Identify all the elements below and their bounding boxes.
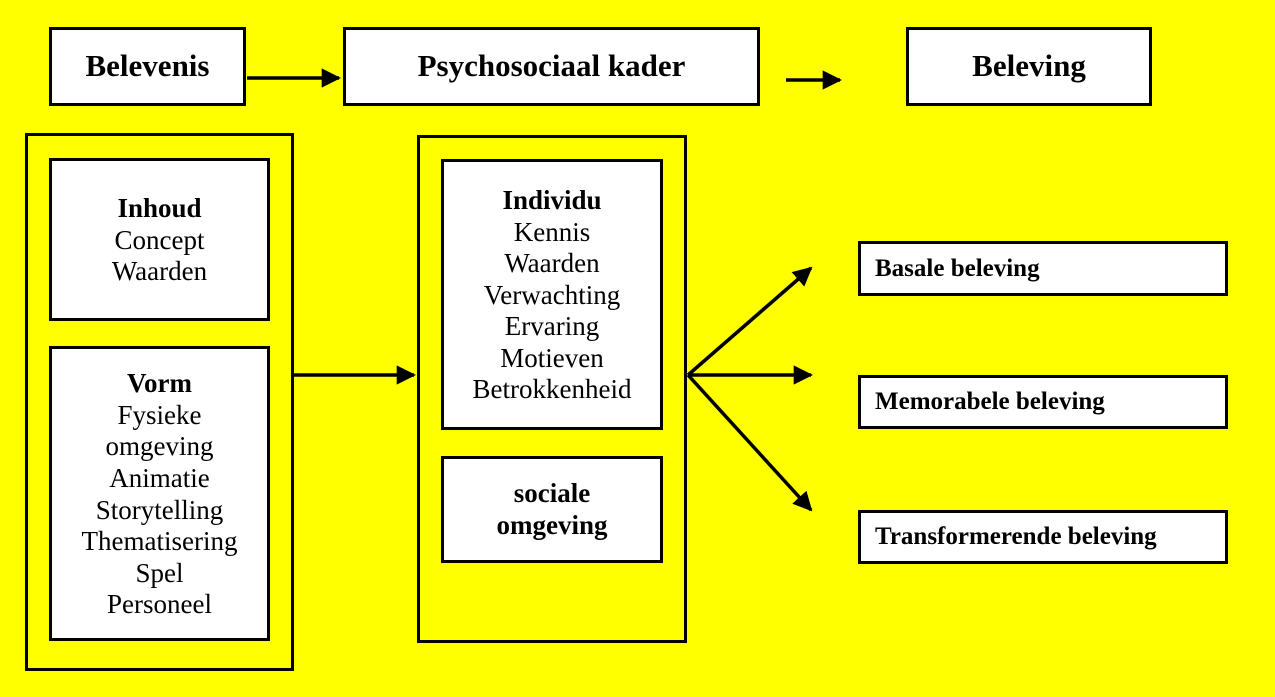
box-inhoud-item-waarden: Waarden (111, 256, 208, 287)
box-individu-item-ervaring: Ervaring (504, 311, 600, 342)
box-memorabele-beleving: Memorabele beleving (858, 375, 1228, 429)
box-individu-header: Individu (502, 184, 602, 215)
box-belevenis-label: Belevenis (85, 48, 210, 84)
box-individu-item-betrokkenheid: Betrokkenheid (472, 374, 632, 405)
box-sociale-omgeving: sociale omgeving (441, 456, 663, 563)
box-vorm-item-fysieke: Fysieke (117, 399, 202, 430)
box-memorabele-beleving-label: Memorabele beleving (875, 388, 1105, 415)
box-sociale-omgeving-line2: omgeving (496, 509, 608, 540)
box-vorm-item-personeel: Personeel (107, 589, 212, 620)
box-inhoud: Inhoud Concept Waarden (49, 158, 270, 321)
box-beleving-label: Beleving (972, 48, 1086, 84)
arrow-middle-to-basale (686, 266, 813, 377)
box-belevenis: Belevenis (49, 27, 246, 106)
box-individu-item-kennis: Kennis (513, 216, 591, 247)
box-inhoud-item-concept: Concept (114, 224, 205, 255)
box-vorm-item-storytelling: Storytelling (95, 494, 224, 525)
box-transformerende-beleving-label: Transformerende beleving (875, 523, 1157, 550)
box-individu-item-verwachting: Verwachting (483, 279, 621, 310)
box-vorm: Vorm Fysieke omgeving Animatie Storytell… (49, 346, 270, 641)
box-psychosociaal-kader: Psychosociaal kader (343, 27, 760, 106)
box-individu: Individu Kennis Waarden Verwachting Erva… (441, 159, 663, 430)
box-vorm-header: Vorm (127, 368, 192, 399)
box-vorm-item-animatie: Animatie (109, 462, 210, 493)
arrow-middle-to-transformerende (686, 373, 813, 512)
box-basale-beleving: Basale beleving (858, 241, 1228, 296)
box-vorm-item-spel: Spel (135, 557, 184, 588)
container-psychosociaal-group (417, 135, 687, 643)
container-belevenis-group (25, 133, 294, 671)
box-vorm-item-omgeving: omgeving (105, 431, 214, 462)
box-psychosociaal-kader-label: Psychosociaal kader (417, 48, 686, 84)
box-inhoud-header: Inhoud (117, 193, 202, 224)
box-transformerende-beleving: Transformerende beleving (858, 510, 1228, 564)
box-vorm-item-thematisering: Thematisering (81, 526, 238, 557)
box-individu-item-waarden: Waarden (504, 248, 600, 279)
box-individu-item-motieven: Motieven (500, 342, 604, 373)
box-beleving: Beleving (906, 27, 1152, 106)
box-basale-beleving-label: Basale beleving (875, 254, 1040, 282)
box-sociale-omgeving-line1: sociale (513, 477, 591, 508)
